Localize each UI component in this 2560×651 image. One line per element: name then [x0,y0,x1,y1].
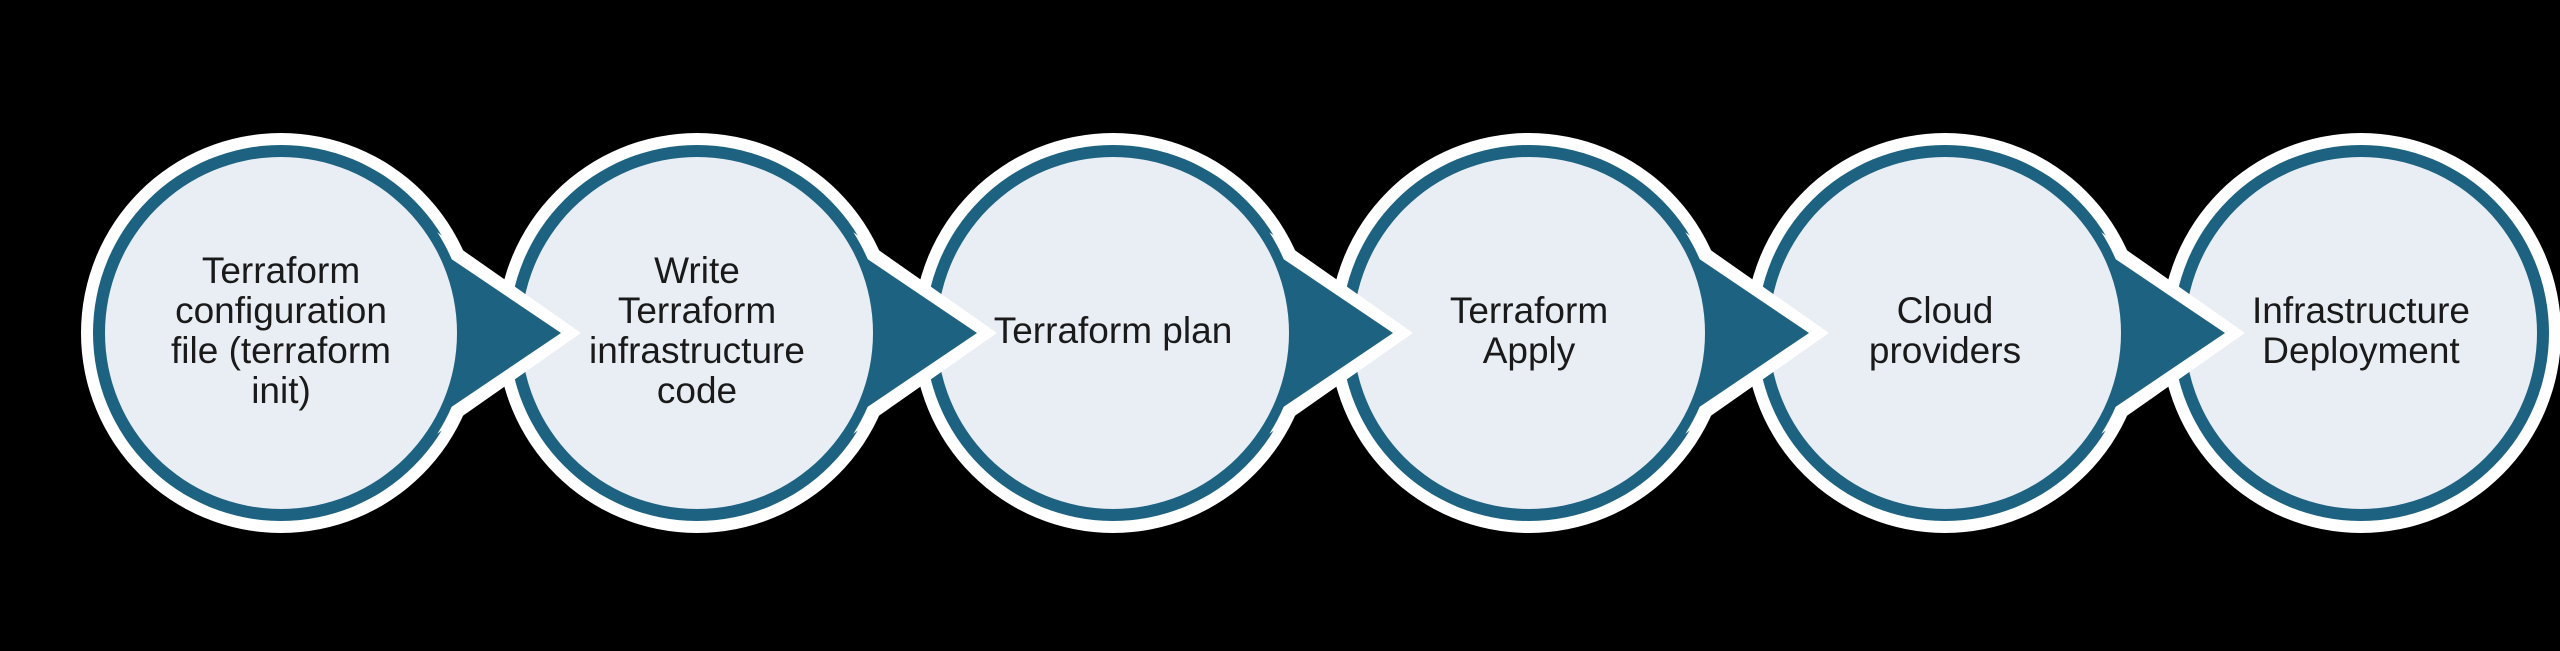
step-5-label: Cloud providers [1868,290,2022,371]
step-6-circle [2161,133,2560,533]
arrow-1-head [321,171,561,495]
arrow-4 [1569,155,1829,511]
arrow-4-head [1569,171,1809,495]
step-1-label: Terraform configuration file (terraform … [171,250,391,411]
arrow-1 [321,155,581,511]
arrow-5 [1985,155,2245,511]
step-6-fill [2185,157,2537,509]
arrow-2-head [737,171,977,495]
arrow-3 [1153,155,1413,511]
arrow-2 [737,155,997,511]
arrow-5-head [1985,171,2225,495]
step-6-label: Infrastructure Deployment [2252,290,2470,371]
arrow-3-head [1153,171,1393,495]
step-3-label: Terraform plan [993,310,1233,351]
step-2-label: Write Terraform infrastructure code [589,250,805,411]
step-4-label: Terraform Apply [1449,290,1609,371]
